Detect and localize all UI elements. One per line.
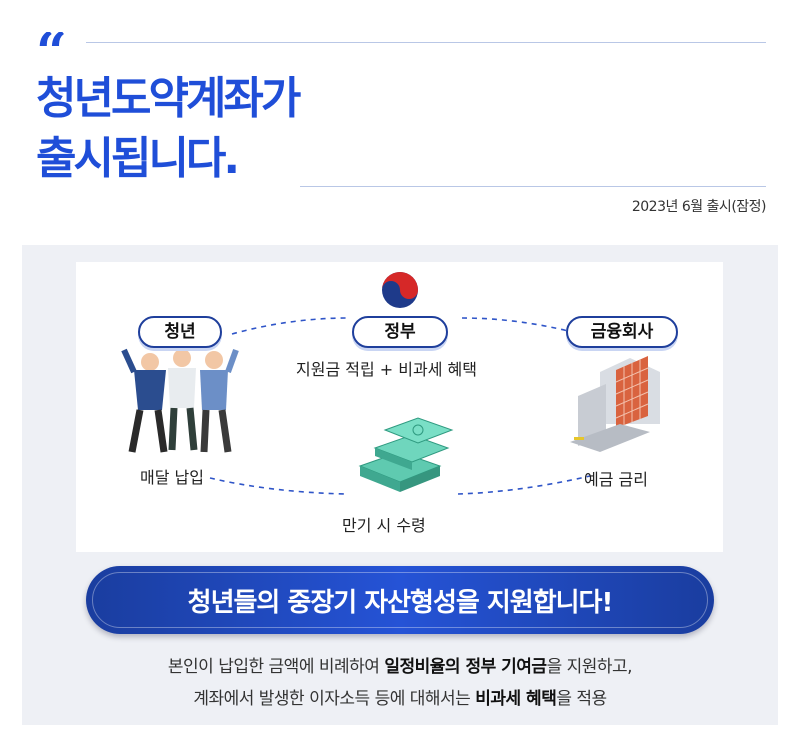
description-line1-text-a: 본인이 납입한 금액에 비례하여 (167, 657, 385, 677)
header-divider-top (86, 42, 766, 43)
money-stack-icon (358, 417, 454, 492)
youth-people-icon (121, 348, 239, 453)
government-emblem-icon (382, 272, 418, 308)
description-line1-bold: 일정비율의 정부 기여금 (384, 657, 547, 677)
page-title-line2: 출시됩니다. (36, 133, 240, 184)
description-line2-text-b: 을 적용 (556, 689, 607, 709)
header-divider-bottom (300, 186, 766, 187)
description-line2-bold: 비과세 혜택 (475, 689, 557, 709)
description-line1-text-b: 을 지원하고, (546, 657, 633, 677)
banner-inner-border (92, 572, 708, 628)
government-benefit-label: 지원금 적립 + 비과세 혜택 (296, 360, 477, 379)
support-banner: 청년들의 중장기 자산형성을 지원합니다! (86, 566, 714, 634)
description-line2-text-a: 계좌에서 발생한 이자소득 등에 대해서는 (193, 689, 476, 709)
description-line1: 본인이 납입한 금액에 비례하여 일정비율의 정부 기여금을 지원하고, (40, 652, 760, 677)
quote-mark-icon: “ (36, 32, 67, 58)
maturity-label: 만기 시 수령 (342, 516, 426, 535)
release-date: 2023년 6월 출시(잠정) (631, 199, 767, 215)
page-title-line1: 청년도약계좌가 (36, 73, 301, 124)
banner-text: 청년들의 중장기 자산형성을 지원합니다! (187, 588, 614, 618)
finance-company-badge: 금융회사 (566, 316, 678, 348)
finance-action-label: 예금 금리 (584, 470, 648, 489)
government-badge: 정부 (352, 316, 448, 348)
youth-action-label: 매달 납입 (140, 468, 204, 487)
youth-badge: 청년 (138, 316, 222, 348)
bank-building-icon (570, 356, 660, 452)
description-line2: 계좌에서 발생한 이자소득 등에 대해서는 비과세 혜택을 적용 (40, 684, 760, 709)
